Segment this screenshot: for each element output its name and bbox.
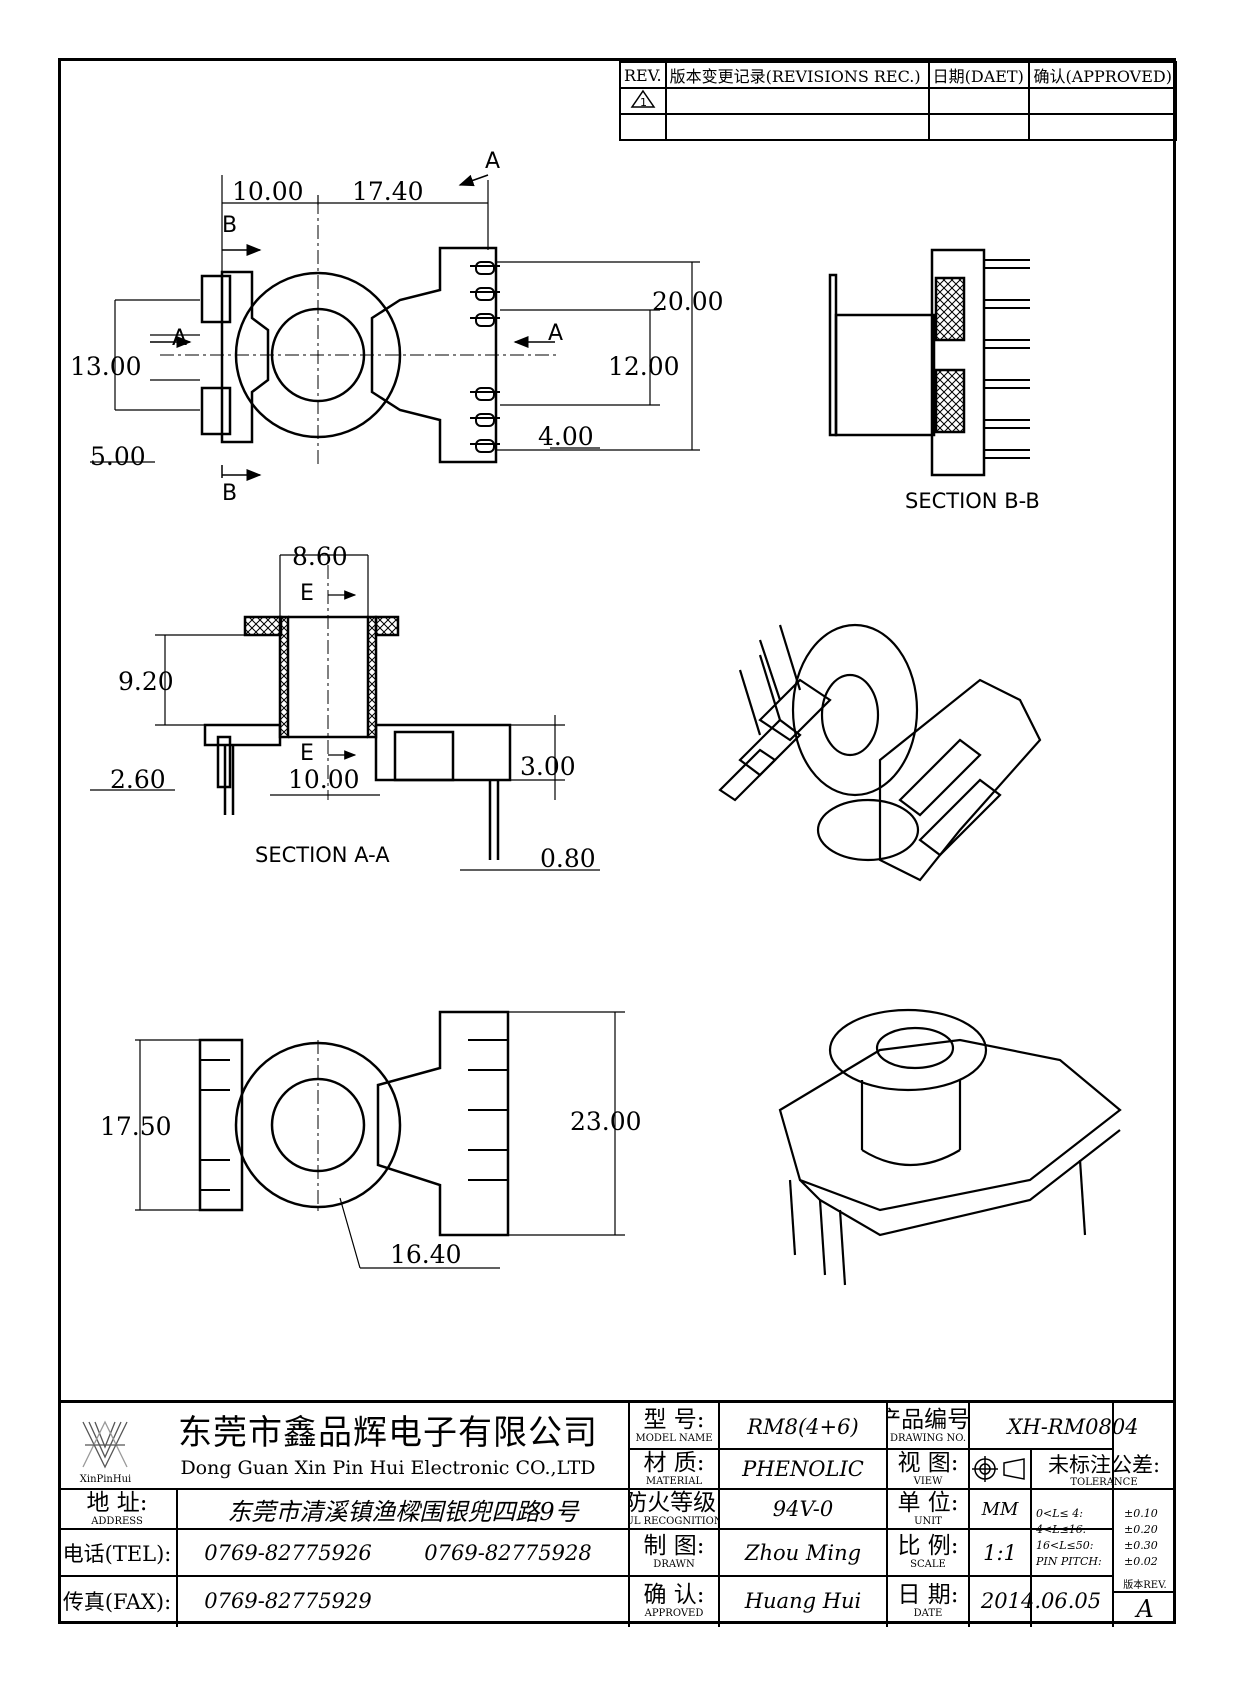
material-caption: 材 质:MATERIAL	[643, 1450, 705, 1487]
view-caption: 视 图:VIEW	[897, 1450, 959, 1487]
date-caption: 日 期:DATE	[897, 1581, 959, 1619]
company-name-cn: 东莞市鑫品辉电子有限公司	[178, 1412, 598, 1451]
drawn-caption: 制 图:DRAWN	[643, 1533, 705, 1570]
approved-value: Huang Hui	[744, 1589, 862, 1613]
dim-l: 3.00	[520, 752, 576, 781]
dim-c: 13.00	[70, 352, 142, 381]
model-caption: 型 号:MODEL NAME	[635, 1407, 713, 1444]
technical-drawing: 10.00 17.40 13.00 5.00 20.00 12.00 4.00 …	[70, 149, 1122, 1286]
dim-m: 0.80	[540, 844, 596, 873]
section-arrow-b-bottom: B	[222, 481, 237, 506]
unit-value: MM	[981, 1498, 1019, 1520]
fax-value: 0769-82775929	[204, 1589, 372, 1613]
approved-header: 确认(APPROVED)	[1028, 61, 1177, 89]
logo-text: XinPinHui	[79, 1473, 132, 1485]
address-value: 东莞市清溪镇渔樑围银兜四路9号	[227, 1497, 579, 1526]
dim-p: 16.40	[390, 1240, 462, 1269]
dim-o: 23.00	[570, 1107, 642, 1136]
dim-f: 12.00	[608, 352, 680, 381]
section-arrow-b-top: B	[222, 213, 237, 238]
rev-value: A	[1136, 1595, 1154, 1623]
tel-caption: 电话(TEL):	[62, 1541, 172, 1566]
company-name-en: Dong Guan Xin Pin Hui Electronic CO.,LTD	[180, 1457, 596, 1479]
scale-caption: 比 例:SCALE	[897, 1533, 959, 1570]
model-value: RM8(4+6)	[747, 1414, 859, 1439]
section-arrow-e-top: E	[300, 581, 314, 606]
title-block: XinPinHui 东莞市鑫品辉电子有限公司 Dong Guan Xin Pin…	[58, 1400, 1176, 1627]
section-arrow-a-right: A	[548, 321, 563, 346]
dim-n: 17.50	[100, 1112, 172, 1141]
drawing-no-caption: 产品编号:DRAWING NO.	[888, 1407, 968, 1444]
svg-text:1: 1	[640, 96, 647, 109]
section-arrow-e-bottom: E	[300, 741, 314, 766]
drawing-frame	[58, 58, 1176, 1624]
ul-caption: 防火等级:UL RECOGNITION	[630, 1490, 718, 1527]
rev-caption: 版本REV.	[1123, 1579, 1167, 1591]
tolerance-caption-en: TOLERANCE	[1070, 1476, 1138, 1488]
material-value: PHENOLIC	[742, 1457, 864, 1481]
dim-d: 5.00	[90, 442, 146, 471]
dim-a: 10.00	[232, 177, 304, 206]
dim-q: 2.60	[110, 765, 166, 794]
rev-header: REV.	[619, 61, 667, 89]
logo-icon	[82, 1420, 128, 1469]
tel-2: 0769-82775928	[424, 1540, 592, 1565]
unit-caption: 单 位:UNIT	[897, 1490, 959, 1527]
date-value: 2014.06.05	[980, 1589, 1102, 1613]
section-aa-label: SECTION A-A	[255, 843, 390, 867]
rev-triangle-icon: 1	[619, 87, 667, 115]
dim-e: 20.00	[652, 287, 724, 316]
tel-1: 0769-82775926	[204, 1540, 372, 1565]
approved-caption: 确 认:APPROVED	[643, 1581, 705, 1619]
revision-table: REV. 版本变更记录(REVISIONS REC.) 日期(DAET) 确认(…	[619, 61, 1177, 141]
dim-h: 8.60	[292, 542, 348, 571]
ul-value: 94V-0	[772, 1497, 834, 1521]
revisions-rec-header: 版本变更记录(REVISIONS REC.)	[664, 61, 930, 89]
section-arrow-a-left: A	[172, 326, 187, 351]
drawn-value: Zhou Ming	[744, 1540, 862, 1565]
drawing-no-value: XH-RM0804	[1007, 1414, 1139, 1439]
tolerance-caption: 未标注公差:	[1047, 1453, 1161, 1477]
section-bb-label: SECTION B-B	[905, 489, 1040, 513]
address-caption: 地 址:ADDRESS	[86, 1490, 148, 1527]
projection-symbol-icon	[970, 1450, 1030, 1488]
tolerance-values: ±0.10 ±0.20 ±0.30 ±0.02	[1124, 1507, 1158, 1568]
dim-g: 4.00	[538, 422, 594, 451]
dim-j: 9.20	[118, 667, 174, 696]
scale-value: 1:1	[983, 1540, 1017, 1565]
tolerance-ranges: 0<L≤ 4: 4<L≤16: 16<L≤50: PIN PITCH:	[1036, 1507, 1102, 1568]
dim-k: 10.00	[288, 765, 360, 794]
company-logo	[66, 1411, 144, 1483]
section-arrow-a-top: A	[485, 149, 500, 174]
fax-caption: 传真(FAX):	[62, 1590, 172, 1614]
dim-b: 17.40	[352, 177, 424, 206]
date-header: 日期(DAET)	[927, 61, 1031, 89]
